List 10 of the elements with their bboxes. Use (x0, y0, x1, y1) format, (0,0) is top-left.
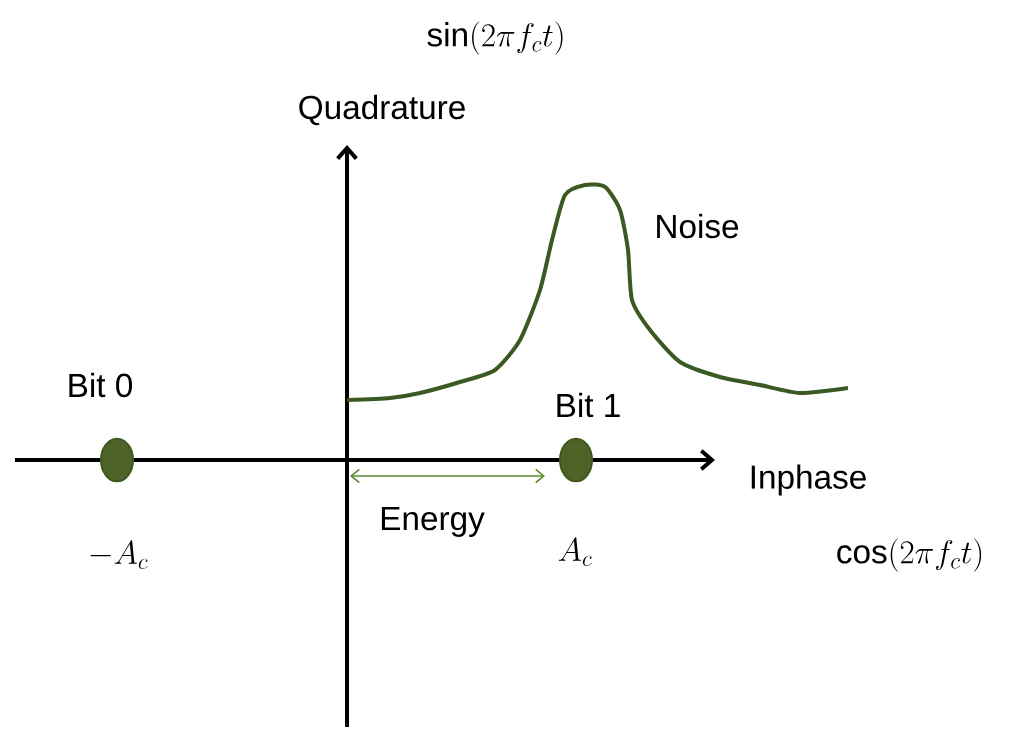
point-label: Bit 0 (69, 372, 132, 398)
axis-label: Quadrature (299, 94, 465, 126)
point-label: Bit 1 (557, 392, 620, 418)
amplitude-label: $A_c$ (558, 537, 592, 567)
axis-formula: $\sin(2\pi f_c t)$ (427, 21, 563, 55)
axis-formula: $\cos(2\pi f_c t)$ (837, 538, 982, 572)
dimension-label: Energy (381, 507, 485, 537)
axis-label: Inphase (751, 464, 866, 496)
amplitude-label: $-A_c$ (90, 540, 148, 570)
curve-label: Noise (657, 213, 739, 239)
